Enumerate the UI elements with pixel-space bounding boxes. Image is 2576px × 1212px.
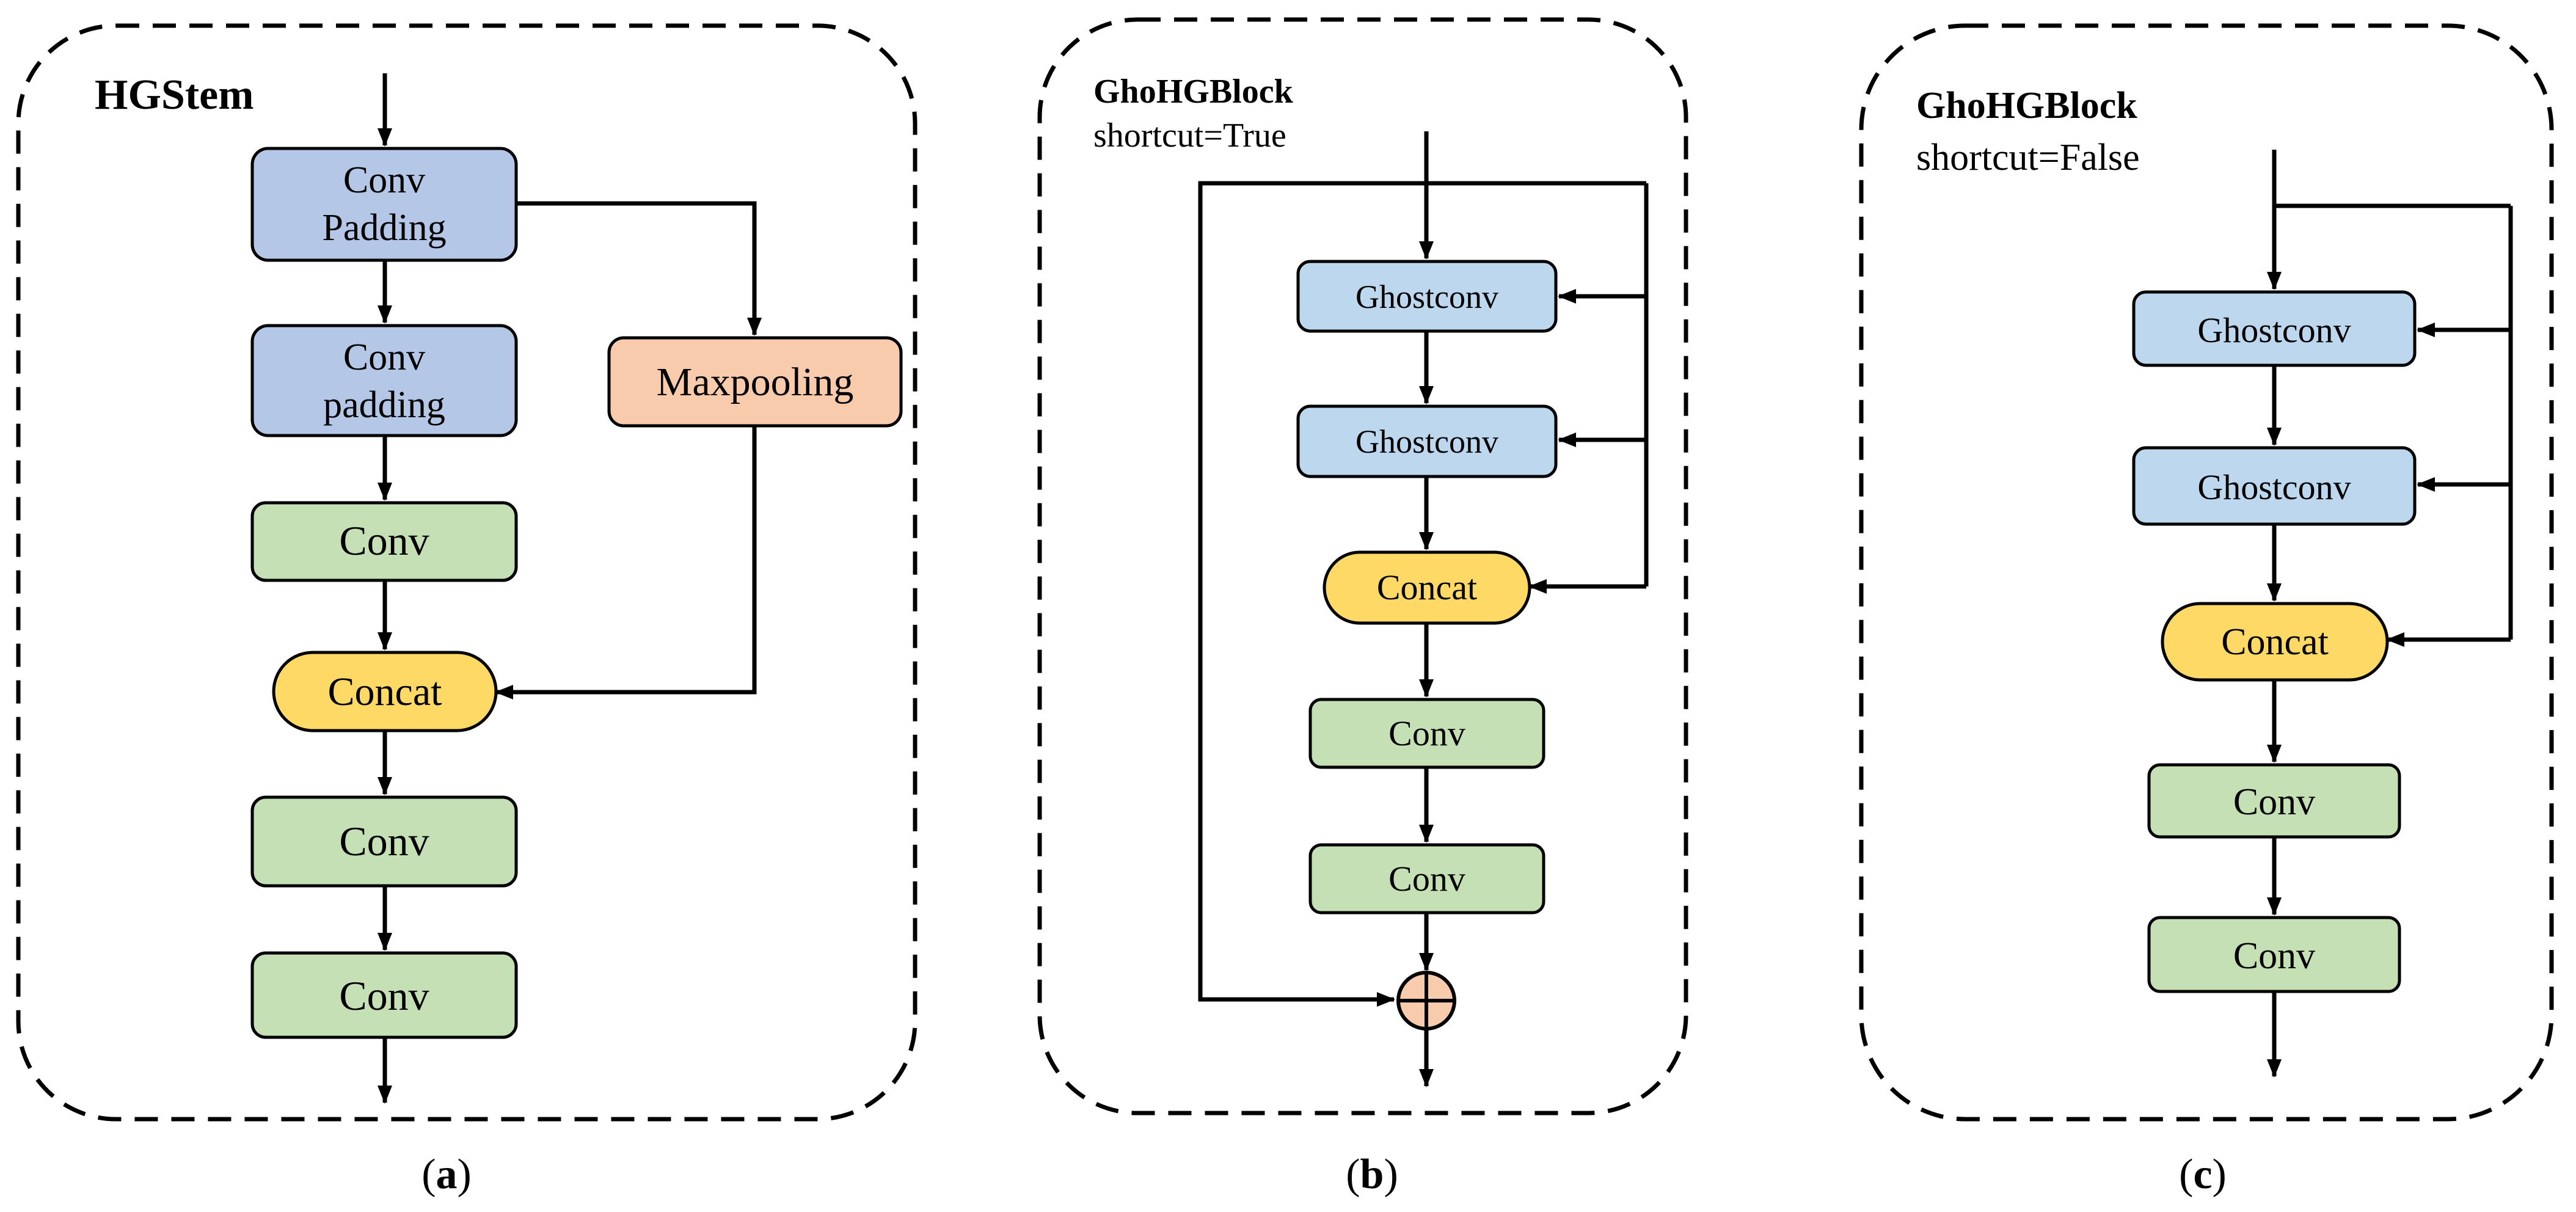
ghostconv-b1-label: Ghostconv (1356, 279, 1498, 315)
conv-padding-1-line1: Conv (343, 159, 425, 201)
panel-b-title: GhoHGBlock (1093, 73, 1294, 111)
panel-c: GhoHGBlock shortcut=False Ghostconv Ghos… (1859, 23, 2554, 1122)
caption-a: (a) (421, 1151, 472, 1198)
maxpooling-label: Maxpooling (657, 360, 854, 404)
concat-b-label: Concat (1377, 568, 1477, 607)
concat-node-c (2161, 602, 2389, 682)
circle-plus-icon (1396, 971, 1456, 1031)
concat-node-a (272, 651, 498, 732)
ghostconv-c1-label: Ghostconv (2197, 310, 2351, 350)
conv-a1-label: Conv (339, 517, 429, 564)
caption-b: (b) (1346, 1151, 1398, 1198)
maxpooling-node (607, 336, 903, 428)
caption-b-letter: b (1360, 1151, 1384, 1198)
conv-node-a2 (250, 795, 518, 888)
arrow-maxpool-concat (495, 426, 757, 699)
ghostconv-c2-label: Ghostconv (2197, 467, 2351, 507)
conv-padding-node-2 (250, 324, 518, 437)
panel-b-subtitle: shortcut=True (1093, 117, 1286, 155)
arrow-convpad1-maxpool (516, 201, 762, 336)
conv-padding-1-line2: Padding (322, 207, 446, 249)
conv-node-a3 (250, 951, 518, 1039)
concat-node-b (1323, 550, 1531, 625)
panel-c-title: GhoHGBlock (1916, 85, 2137, 126)
conv-b1-label: Conv (1388, 714, 1465, 753)
caption-c-letter: c (2193, 1151, 2212, 1198)
panel-c-border (1859, 23, 2554, 1122)
caption-a-letter: a (436, 1151, 458, 1198)
conv-a2-label: Conv (339, 818, 429, 864)
conv-c1-label: Conv (2233, 781, 2315, 823)
panel-b: GhoHGBlock shortcut=True Ghostconv Ghost… (1037, 17, 1688, 1115)
caption-c: (c) (2179, 1151, 2227, 1198)
conv-c2-label: Conv (2233, 935, 2315, 977)
panel-b-border (1037, 17, 1688, 1115)
ghostconv-node-c1 (2132, 290, 2417, 367)
conv-a3-label: Conv (339, 973, 429, 1019)
ghostconv-node-c2 (2132, 446, 2417, 526)
conv-padding-2-line1: Conv (343, 337, 425, 378)
panel-a: HGStem Conv Padding Conv padding Maxpool… (16, 23, 918, 1122)
conv-padding-2-line2: padding (323, 384, 445, 426)
panel-a-border (16, 23, 918, 1122)
concat-a-label: Concat (328, 670, 442, 714)
conv-node-c2 (2147, 916, 2401, 993)
panel-a-title: HGStem (95, 71, 254, 119)
conv-node-b1 (1308, 698, 1545, 769)
ghostconv-node-b1 (1296, 260, 1558, 333)
concat-c-label: Concat (2221, 621, 2329, 663)
ghostconv-b2-label: Ghostconv (1356, 423, 1498, 460)
conv-node-b2 (1308, 843, 1545, 914)
shortcut-loop-b (1198, 181, 1426, 1007)
conv-padding-node-1 (250, 147, 518, 262)
conv-b2-label: Conv (1388, 859, 1465, 899)
conv-node-a1 (250, 501, 518, 582)
panel-c-subtitle: shortcut=False (1916, 137, 2140, 178)
conv-node-c1 (2147, 763, 2401, 839)
ghostconv-node-b2 (1296, 404, 1558, 478)
